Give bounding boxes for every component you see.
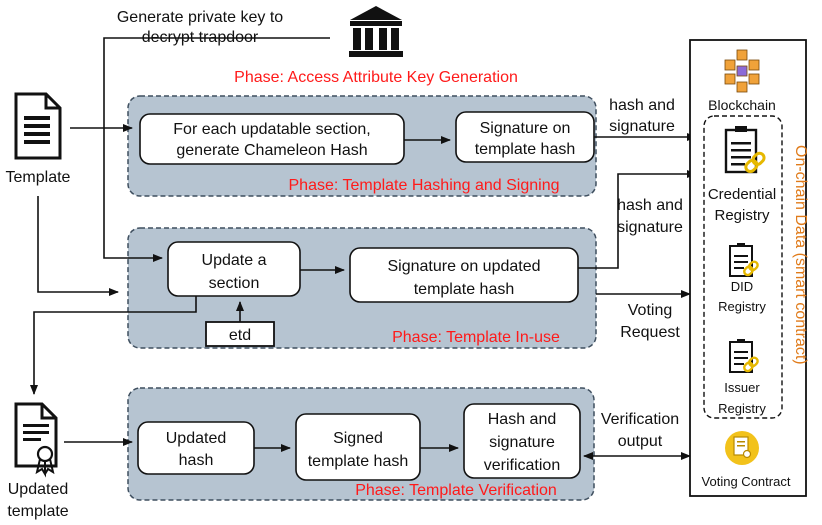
box-chameleon-hash: [139, 113, 405, 165]
phase-hashing-label: Phase: Template Hashing and Signing: [289, 177, 560, 194]
onchain-data-label: On-chain Data (smart contract): [792, 145, 809, 365]
voting-line2: Request: [620, 324, 680, 341]
template-document-icon: [14, 92, 62, 160]
did-line1: DID: [731, 279, 753, 294]
sig-template-line1: Signature on: [480, 120, 571, 137]
phase-verification-label: Phase: Template Verification: [355, 482, 557, 499]
sig-updated-line1: Signature on updated: [387, 258, 540, 275]
sig-template-line2: template hash: [475, 141, 576, 158]
did-line2: Registry: [718, 299, 766, 314]
verif-line1: Verification: [601, 411, 679, 428]
updated-hash-line2: hash: [179, 452, 214, 469]
credential-line1: Credential: [708, 186, 776, 203]
hs2-line1: hash and: [617, 197, 683, 214]
etd-label: etd: [229, 327, 251, 344]
box-hash-sig-verification: [463, 403, 581, 479]
credential-line2: Registry: [714, 207, 770, 224]
hash-verif-line3: verification: [484, 457, 560, 474]
updated-hash-line1: Updated: [166, 430, 227, 447]
box-update-section: [167, 241, 301, 297]
updated-template-line1: Updated: [8, 481, 69, 498]
update-section-line1: Update a: [202, 252, 267, 269]
hash-verif-line2: signature: [489, 434, 555, 451]
update-section-line2: section: [209, 275, 260, 292]
box-sig-updated-hash: [349, 247, 579, 303]
hs1-line1: hash and: [609, 97, 675, 114]
top-note-line1: Generate private key to: [117, 9, 283, 26]
signed-hash-line2: template hash: [308, 453, 409, 470]
updated-template-line2: template: [7, 503, 68, 520]
chameleon-line2: generate Chameleon Hash: [176, 142, 367, 159]
hash-verif-line1: Hash and: [488, 411, 557, 428]
template-label: Template: [6, 169, 71, 186]
signed-hash-line1: Signed: [333, 430, 383, 447]
arrow-hash-sig-2: [578, 170, 697, 269]
sig-updated-line2: template hash: [414, 281, 515, 298]
phase-access-label: Phase: Access Attribute Key Generation: [234, 69, 518, 86]
arrow-to-updated-template: [30, 296, 197, 395]
did-registry-icon: [729, 243, 759, 277]
hs1-line2: signature: [609, 118, 675, 135]
arrow-key-to-update: [103, 37, 330, 262]
authority-bank-icon: [349, 6, 403, 57]
issuer-line2: Registry: [718, 401, 766, 416]
issuer-line1: Issuer: [724, 380, 760, 395]
chameleon-line1: For each updatable section,: [173, 121, 370, 138]
phase-inuse-label: Phase: Template In-use: [392, 329, 560, 346]
certificate-document-icon: [14, 402, 58, 478]
hs2-line2: signature: [617, 219, 683, 236]
arrow-template-to-inuse: [37, 196, 119, 296]
voting-line1: Voting: [628, 302, 672, 319]
issuer-registry-icon: [729, 339, 759, 373]
credential-registry-icon: [724, 126, 766, 174]
voting-contract-icon: [725, 431, 759, 465]
blockchain-cubes-icon: [724, 49, 760, 93]
verif-line2: output: [618, 433, 663, 450]
voting-contract-label: Voting Contract: [702, 474, 791, 489]
box-signed-template-hash: [295, 413, 421, 481]
blockchain-title: Blockchain: [708, 97, 776, 113]
registry-group: [703, 115, 783, 419]
